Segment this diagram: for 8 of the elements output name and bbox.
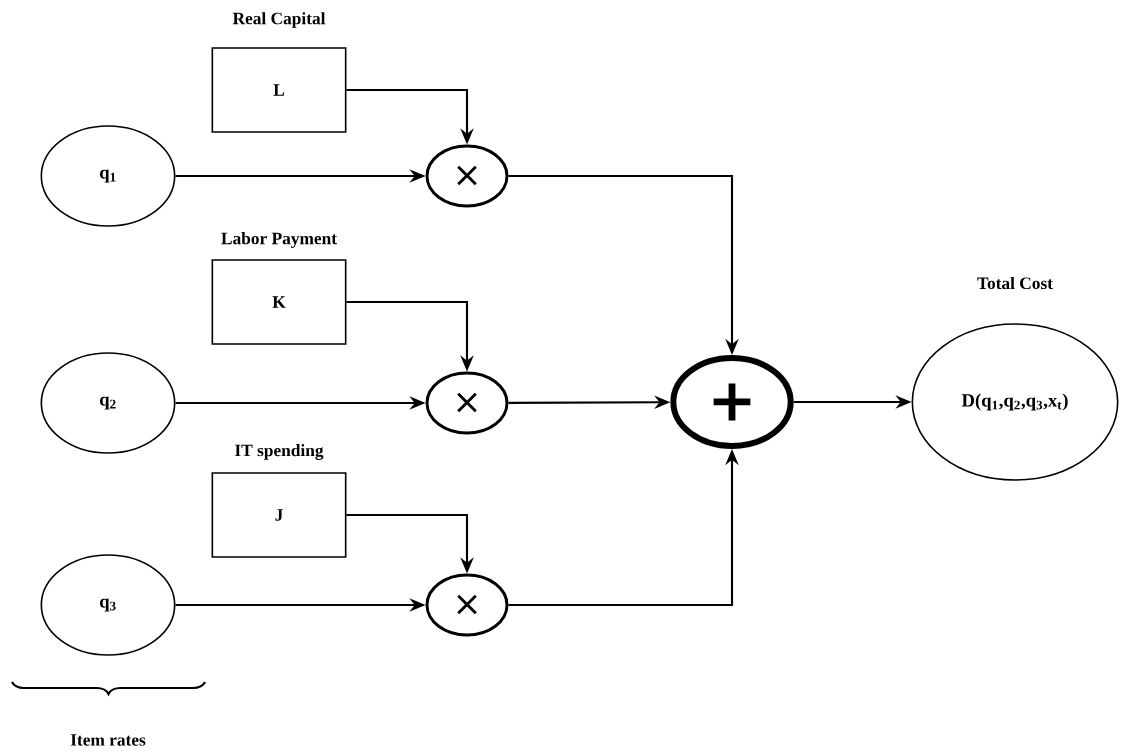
- node-caption: Labor Payment: [221, 232, 337, 248]
- variable-box: K: [211, 259, 347, 345]
- variable-box: J: [211, 472, 347, 558]
- variable-box: L: [211, 47, 347, 133]
- node-caption: IT spending: [235, 444, 324, 460]
- group-label: Item rates: [70, 734, 146, 746]
- node-caption: Real Capital: [232, 12, 326, 28]
- node-caption: Total Cost: [977, 276, 1053, 290]
